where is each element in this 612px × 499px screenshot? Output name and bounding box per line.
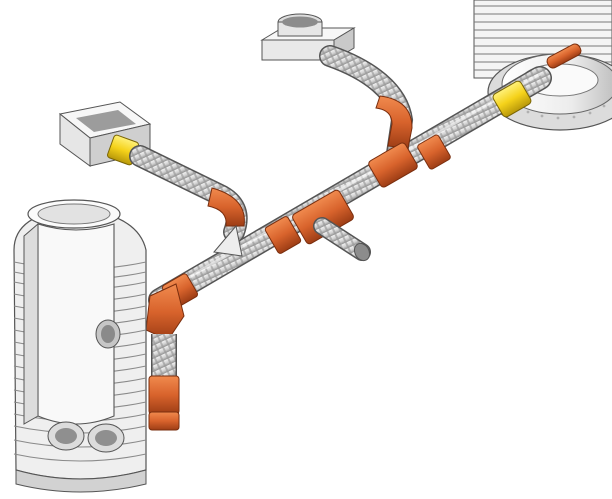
gully-trap-icon — [260, 13, 356, 61]
main-pipe — [148, 66, 552, 312]
pipe-fitting-icon — [264, 189, 354, 254]
pipe-fitting-icon — [417, 134, 451, 170]
pipe-fitting-icon — [207, 187, 245, 227]
down-pipe — [148, 334, 180, 431]
pipe-junction — [213, 224, 243, 257]
pipe-fitting-icon — [375, 95, 413, 149]
stub-pipe — [313, 217, 371, 262]
pipe-fitting-icon — [368, 142, 418, 188]
inspection-chamber-icon — [13, 199, 147, 493]
pipe-fitting-icon — [145, 283, 185, 341]
seal-ring-icon — [492, 80, 532, 118]
